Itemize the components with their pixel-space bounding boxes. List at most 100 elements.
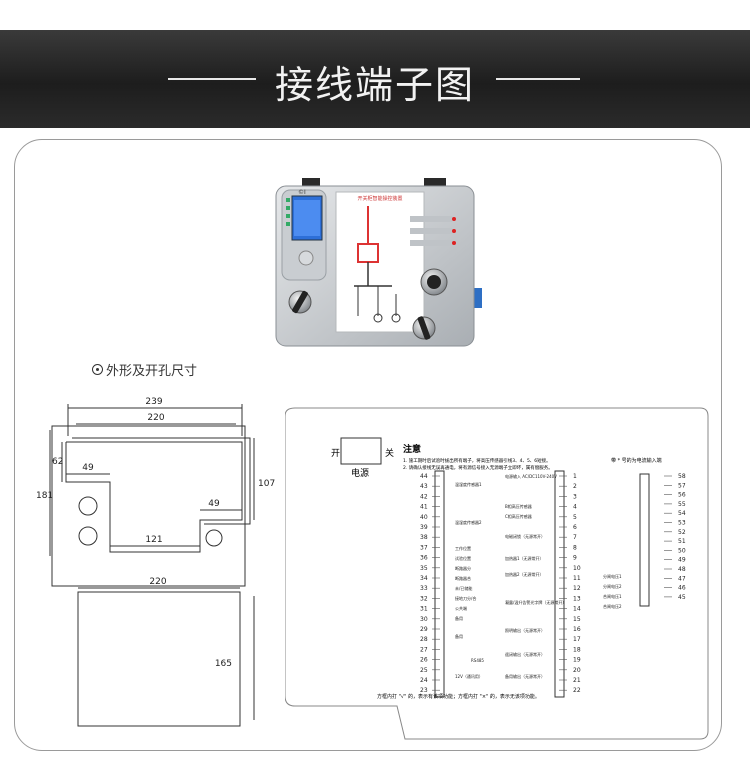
- label-12v: 12V（通讯用）: [455, 673, 483, 679]
- label-close-voltage-1: 合闸电压1: [603, 593, 622, 599]
- label-close-voltage-2: 合闸电压2: [603, 603, 622, 609]
- led-3: [286, 214, 290, 218]
- terminal-number: 21: [573, 677, 581, 684]
- mount-hole-2: [78, 526, 98, 546]
- terminal-block-far: [639, 473, 650, 607]
- terminal-number: 56: [678, 492, 686, 499]
- label-b-phase-sensor: B相高压传感器: [505, 503, 532, 509]
- terminal-number: 16: [573, 626, 581, 633]
- dim-label-49b: 49: [208, 499, 220, 509]
- terminal-number: 13: [573, 595, 581, 602]
- terminal-number: 22: [573, 687, 581, 694]
- label-rs485: RS485: [471, 658, 484, 663]
- mimic-panel: [335, 191, 425, 333]
- mount-hole-1: [78, 496, 98, 516]
- indicator-row-1: [410, 216, 452, 222]
- terminal-number: 2: [573, 483, 577, 490]
- terminal-number: 48: [678, 566, 686, 573]
- terminal-number: 41: [420, 504, 428, 511]
- terminal-number: 23: [420, 687, 428, 694]
- terminal-number: 18: [573, 646, 581, 653]
- terminal-number: 58: [678, 473, 686, 480]
- bullet-circle-icon: [92, 364, 103, 375]
- terminal-number: 25: [420, 667, 428, 674]
- terminal-number: 45: [678, 594, 686, 601]
- cutout-profile-inner: [72, 437, 251, 525]
- label-temp-sensor-1: 温湿度传感器1: [455, 481, 482, 487]
- terminal-number: 38: [420, 534, 428, 541]
- caption-text: 外形及开孔尺寸: [106, 364, 198, 379]
- label-spare-2: 备用: [455, 633, 463, 639]
- terminal-number: 6: [573, 524, 577, 531]
- footer-note: 方框内打 "√" 的，表示有该项功能；方框内打 "×" 的，表示无该项功能。: [377, 693, 540, 700]
- terminal-number: 43: [420, 483, 428, 490]
- terminal-number: 10: [573, 565, 581, 572]
- mount-hole-3: [205, 529, 223, 547]
- terminal-number: 29: [420, 626, 428, 633]
- terminal-number: 15: [573, 616, 581, 623]
- label-spring-charged: 未/已储能: [455, 585, 472, 591]
- terminal-number: 12: [573, 585, 581, 592]
- indicator-row-2: [410, 228, 452, 234]
- terminal-number: 40: [420, 514, 428, 521]
- terminal-number: 32: [420, 595, 428, 602]
- selector-handle-right: [417, 316, 431, 340]
- terminal-number: 3: [573, 493, 577, 500]
- terminal-number: 33: [420, 585, 428, 592]
- label-work-position: 工作位置: [455, 545, 471, 551]
- label-earth-switch: 接地刀分/合: [455, 595, 476, 601]
- note-title: 注意: [403, 443, 421, 455]
- terminal-number: 27: [420, 646, 428, 653]
- dim-label-165: 165: [215, 659, 232, 669]
- terminal-number: 52: [678, 529, 686, 536]
- mimic-panel-title: 开关柜智能操控装置: [357, 195, 402, 202]
- dim-label-107: 107: [258, 479, 275, 489]
- pt-symbol: [391, 313, 401, 323]
- title-banner: 接线端子图: [0, 30, 750, 128]
- dimension-drawing: 239 220 62 181 49 107 49 121 220 165: [36, 397, 275, 727]
- side-view-outline: [77, 591, 241, 727]
- label-power-input: 电源输入 AC/DC110V-240V: [505, 473, 557, 479]
- open-label: 开: [331, 448, 340, 459]
- indicator-row-3: [410, 240, 452, 246]
- label-interlock: 电磁闭锁（无源常开）: [505, 533, 545, 539]
- label-breaker-open: 断路器分: [455, 565, 471, 571]
- label-heater-1: 加热器1（无源常开）: [505, 555, 544, 561]
- terminal-block-right: [554, 470, 565, 698]
- terminal-number: 14: [573, 606, 581, 613]
- close-label: 关: [385, 447, 394, 459]
- terminal-number: 31: [420, 606, 428, 613]
- cutout-profile: [65, 441, 243, 553]
- label-alarm: 凝露/温升告警光字牌（无源常开）: [505, 599, 566, 605]
- led-red-2: [452, 229, 456, 233]
- dimension-caption: 外形及开孔尺寸: [92, 360, 197, 379]
- label-trip-voltage-2: 分闸电压2: [603, 583, 622, 589]
- device-photo: 开关柜智能操控装置 ©I: [275, 178, 482, 347]
- terminal-number: 17: [573, 636, 581, 643]
- terminal-number: 54: [678, 510, 686, 517]
- current-input-note: 带 * 号的为电流输入端: [611, 457, 662, 464]
- ct-symbol: [373, 313, 383, 323]
- terminal-number: 55: [678, 501, 686, 508]
- wiring-outline: [285, 407, 709, 740]
- terminal-number: 8: [573, 544, 577, 551]
- terminal-number: 35: [420, 565, 428, 572]
- label-breaker-closed: 断路器合: [455, 575, 471, 581]
- terminal-number: 57: [678, 482, 686, 489]
- dim-label-49a: 49: [82, 463, 94, 473]
- led-1: [286, 198, 290, 202]
- power-switch-box: [340, 437, 382, 465]
- banner-rule-right: [496, 78, 580, 80]
- terminal-number: 30: [420, 616, 428, 623]
- label-test-position: 试验位置: [455, 555, 471, 561]
- terminal-number: 37: [420, 544, 428, 551]
- terminal-number: 7: [573, 534, 577, 541]
- dim-label-239: 239: [145, 397, 162, 407]
- terminal-number: 26: [420, 657, 428, 664]
- terminal-number: 53: [678, 520, 686, 527]
- terminal-number: 44: [420, 473, 428, 480]
- page-title: 接线端子图: [274, 63, 475, 107]
- terminal-number: 51: [678, 538, 686, 545]
